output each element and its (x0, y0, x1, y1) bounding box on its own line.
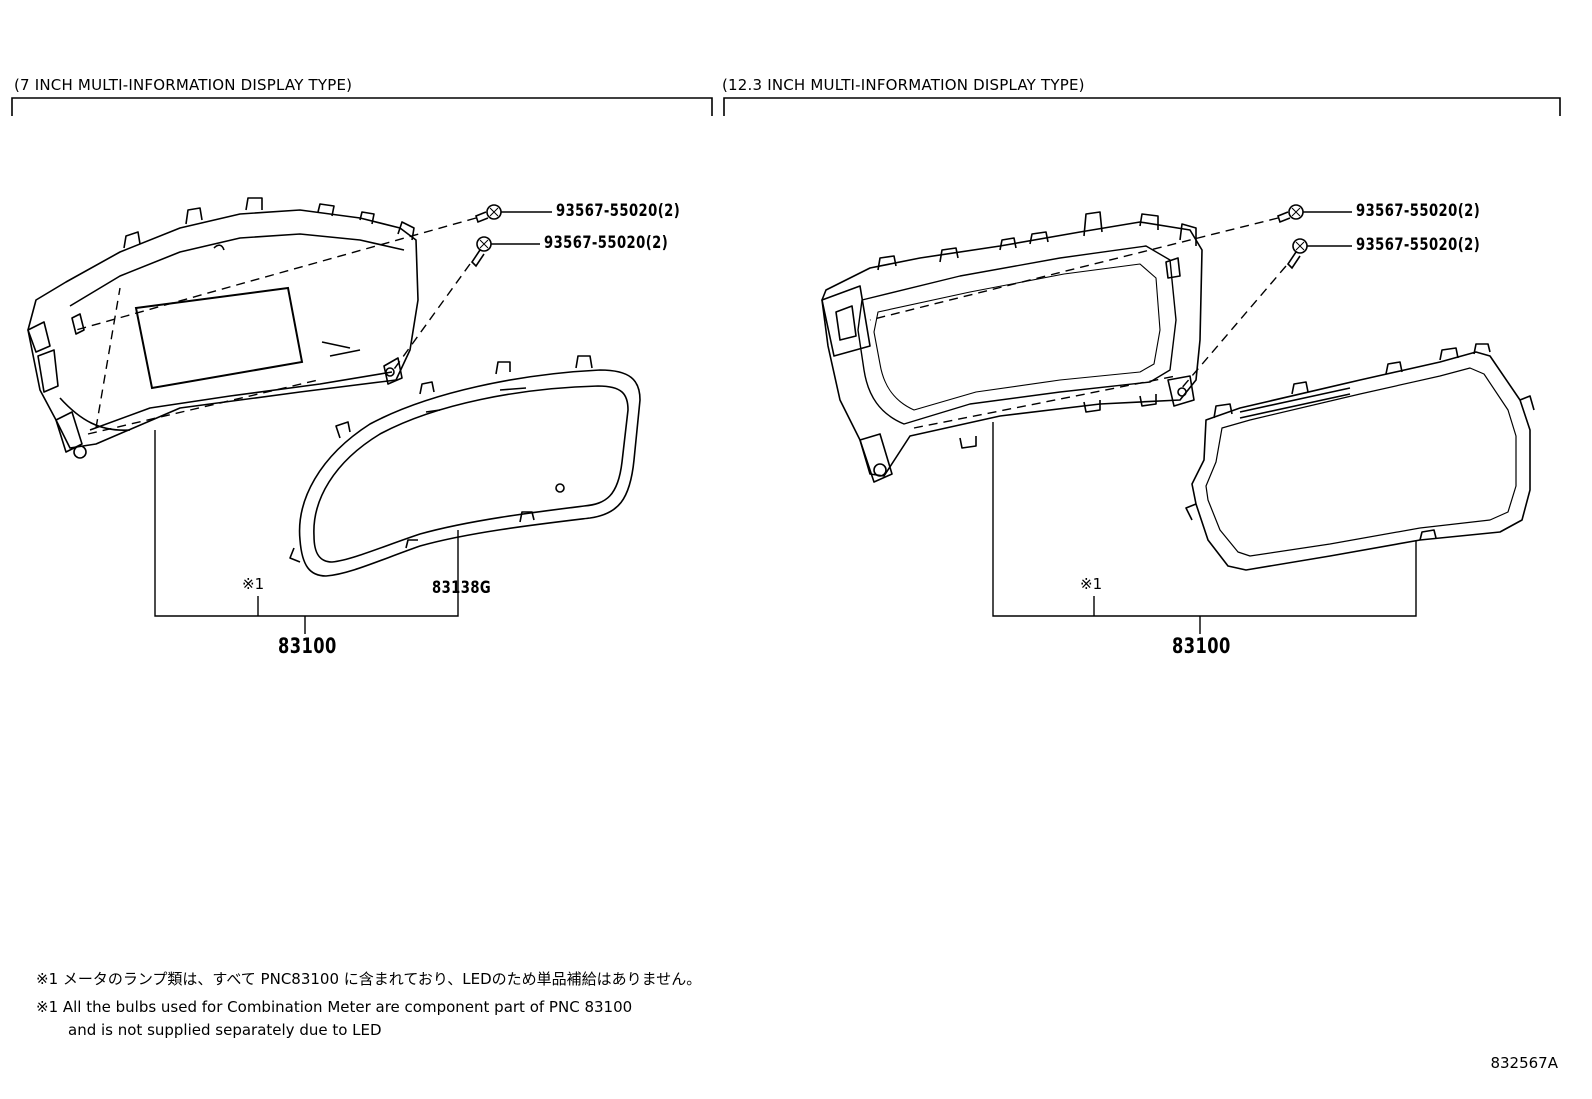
part-label-glass-7inch: 83138G (432, 578, 492, 598)
screw-12inch-2 (1286, 238, 1352, 270)
assembly-lines-7inch (75, 217, 477, 435)
part-label-assembly-12inch: 83100 (1172, 634, 1231, 658)
section-title-7inch: (7 INCH MULTI-INFORMATION DISPLAY TYPE) (14, 76, 353, 94)
screw-7inch-1 (475, 204, 552, 224)
part-label-assembly-7inch: 83100 (278, 634, 337, 658)
callout-lines-7inch (154, 430, 459, 634)
part-label-screw-7inch-2: 93567-55020(2) (544, 233, 669, 253)
display-screen-7inch (134, 286, 304, 390)
meter-glass-7inch (289, 355, 641, 577)
part-label-screw-7inch-1: 93567-55020(2) (556, 201, 681, 221)
section-bracket-12inch (723, 97, 1561, 116)
figure-id: 832567A (1490, 1054, 1558, 1072)
note-ref-12inch: ※1 (1080, 575, 1103, 593)
footnote-japanese: ※1 メータのランプ類は、すべて PNC83100 に含まれており、LEDのため… (36, 970, 702, 988)
section-title-12inch: (12.3 INCH MULTI-INFORMATION DISPLAY TYP… (722, 76, 1085, 94)
meter-housing-7inch (27, 197, 419, 459)
section-bracket-7inch (11, 97, 713, 116)
callout-lines-12inch (992, 422, 1417, 634)
note-ref-7inch: ※1 (242, 575, 265, 593)
assembly-lines-12inch (869, 217, 1287, 429)
meter-glass-12inch (1185, 343, 1535, 571)
footnote-english-line1: ※1 All the bulbs used for Combination Me… (36, 998, 633, 1016)
footnote-english-line2: and is not supplied separately due to LE… (68, 1021, 382, 1039)
meter-housing-12inch (821, 211, 1203, 483)
screw-7inch-2 (470, 236, 540, 268)
part-label-screw-12inch-1: 93567-55020(2) (1356, 201, 1481, 221)
part-label-screw-12inch-2: 93567-55020(2) (1356, 235, 1481, 255)
screw-12inch-1 (1277, 204, 1352, 224)
